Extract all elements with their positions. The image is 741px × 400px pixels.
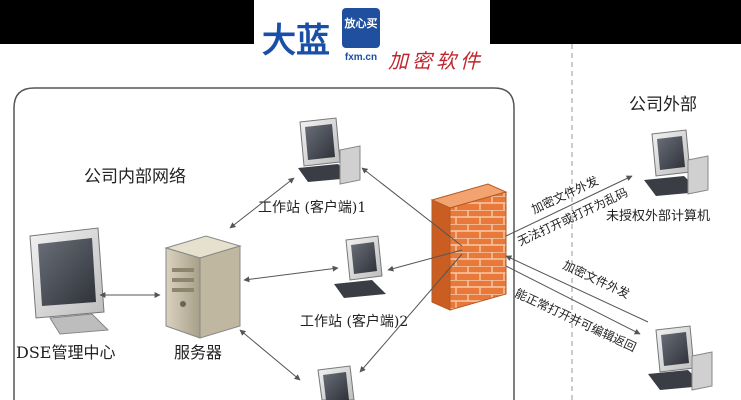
arrow-firewall-ext2 xyxy=(505,265,641,335)
external-computer-2-icon xyxy=(648,325,713,391)
logo-seal-text: 放心买 xyxy=(344,16,378,30)
workstation-2-icon xyxy=(334,235,386,298)
workstation-1-icon xyxy=(298,117,361,185)
arrow-ws2-firewall xyxy=(387,249,463,272)
arrow-server-ws1 xyxy=(229,177,295,229)
firewall-icon xyxy=(430,183,508,311)
logo-tagline: 加密软件 xyxy=(388,49,484,73)
page-background xyxy=(0,44,741,400)
logo-seal-icon xyxy=(342,8,380,48)
external-computer-1-label: 未授权外部计算机 xyxy=(606,208,710,224)
arrow-ext2-return xyxy=(505,255,649,323)
workstation-1-label: 工作站 (客户端)1 xyxy=(258,199,366,216)
external-computer-1-icon xyxy=(644,129,709,196)
logo-main: 大蓝 xyxy=(262,21,330,61)
arrow-firewall-ext1 xyxy=(505,175,633,237)
arrow-ws1-firewall xyxy=(361,167,463,247)
dse-label: DSE管理中心 xyxy=(16,343,115,362)
arrow-server-ws2 xyxy=(243,265,339,283)
internal-network-boundary xyxy=(13,87,515,400)
arrow-ws3-firewall xyxy=(359,253,463,373)
inside-network-label: 公司内部网络 xyxy=(84,167,186,187)
server-icon xyxy=(164,235,242,339)
arrow-server-ws3 xyxy=(239,329,301,381)
logo-domain: fxm.cn xyxy=(345,52,377,63)
outside-label: 公司外部 xyxy=(629,95,697,115)
workstation-3-icon xyxy=(317,365,355,400)
server-label: 服务器 xyxy=(174,343,222,362)
connection-arrows xyxy=(99,167,649,381)
workstation-2-label: 工作站 (客户端)2 xyxy=(300,313,408,330)
dse-monitor-icon xyxy=(29,227,110,335)
